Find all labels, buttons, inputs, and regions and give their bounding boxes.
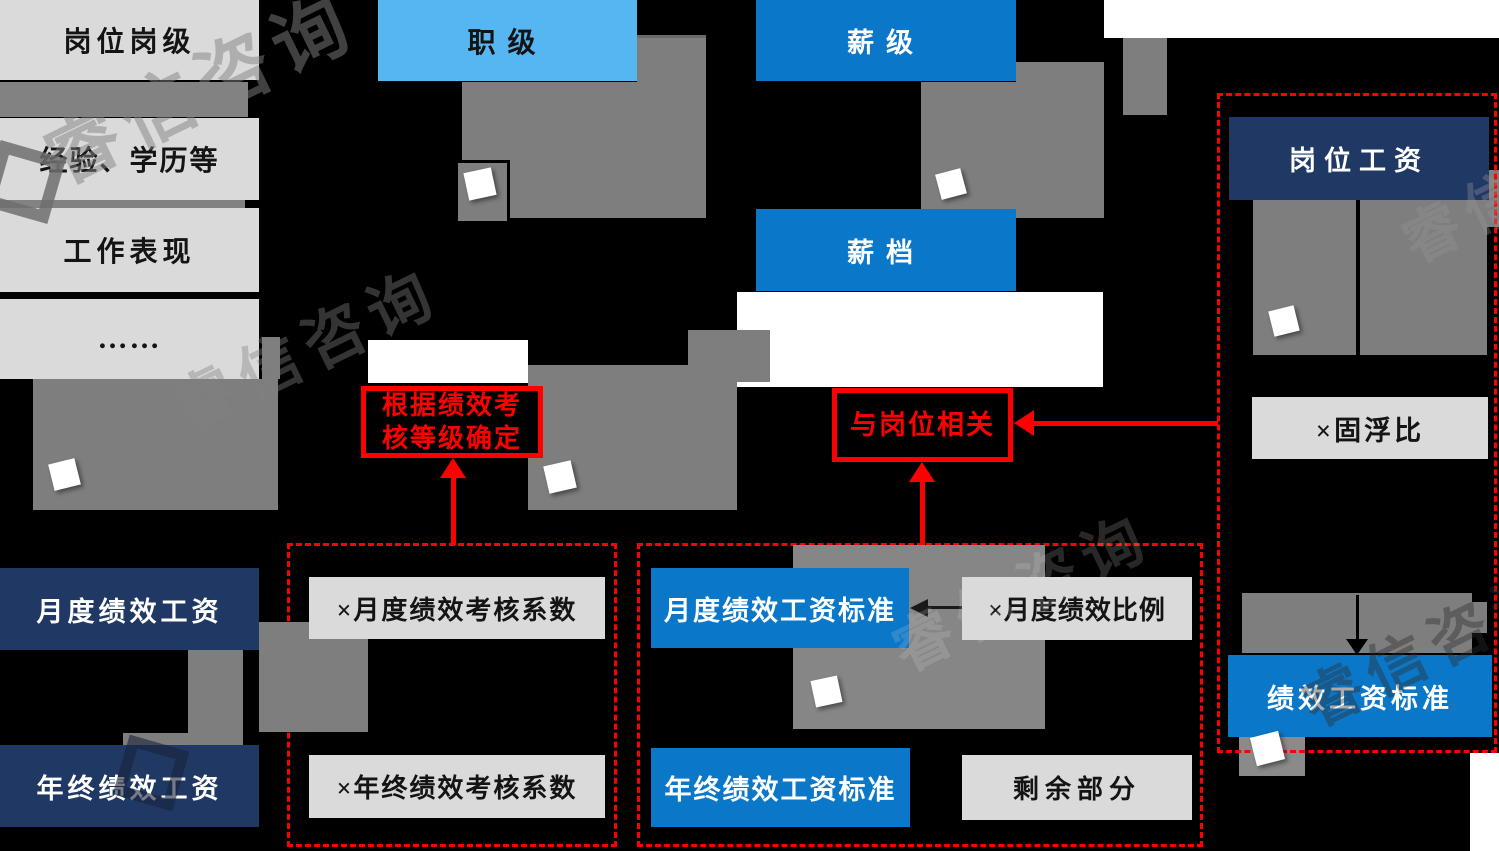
performance-salary-standard-label: 绩效工资标准 xyxy=(1267,683,1453,714)
arrow-line-to-assessment-note xyxy=(451,477,456,545)
box-performance-salary-standard: 绩效工资标准 xyxy=(1228,655,1492,737)
white-patch-mid-left xyxy=(368,340,528,383)
factor-box-ellipsis: …… xyxy=(0,299,259,379)
redacted-block xyxy=(688,330,770,382)
box-job-level: 职级 xyxy=(378,0,637,81)
note-line: 根据绩效考 xyxy=(381,391,522,420)
annual-coefficient-label: ×年终绩效考核系数 xyxy=(336,774,578,803)
gray-band-1 xyxy=(0,82,248,117)
pay-step-label: 薪档 xyxy=(847,237,925,268)
factor-box-experience: 经验、学历等 xyxy=(0,118,259,200)
post-salary-label: 岗位工资 xyxy=(1289,146,1429,176)
factor-box-performance: 工作表现 xyxy=(0,208,259,292)
factor-label: …… xyxy=(97,322,162,355)
annual-standard-label: 年终绩效工资标准 xyxy=(664,775,897,805)
arrow-line-from-post-frame xyxy=(1034,421,1218,426)
monthly-standard-label: 月度绩效工资标准 xyxy=(664,595,896,626)
pay-level-label: 薪级 xyxy=(847,28,925,58)
monthly-ratio-label: ×月度绩效比例 xyxy=(988,596,1166,625)
factor-label: 岗位岗级 xyxy=(63,27,196,58)
note-post-related-label: 与岗位相关 xyxy=(850,409,995,440)
factor-box-post-grade: 岗位岗级 xyxy=(0,0,259,80)
arrow-line-down-to-standard xyxy=(1356,595,1359,641)
box-annual-performance-wage: 年终绩效工资 xyxy=(0,745,259,827)
factor-label: 经验、学历等 xyxy=(39,146,220,177)
note-assessment-grade: 根据绩效考 核等级确定 xyxy=(361,386,543,458)
arrow-head-up-icon xyxy=(909,462,935,482)
redacted-block xyxy=(123,733,188,745)
fixed-float-ratio-label: ×固浮比 xyxy=(1315,415,1425,446)
box-monthly-ratio: ×月度绩效比例 xyxy=(962,577,1192,640)
box-annual-coefficient: ×年终绩效考核系数 xyxy=(309,755,605,818)
redacted-block xyxy=(1472,602,1487,633)
redacted-block xyxy=(188,650,243,745)
outline-fragment-v xyxy=(1120,41,1123,115)
box-post-salary: 岗位工资 xyxy=(1229,117,1489,200)
remainder-label: 剩余部分 xyxy=(1012,775,1141,804)
factor-label: 工作表现 xyxy=(63,237,196,268)
box-pay-step: 薪档 xyxy=(756,209,1016,291)
redacted-block xyxy=(262,337,280,379)
annual-performance-wage-label: 年终绩效工资 xyxy=(36,773,223,804)
box-monthly-performance-wage: 月度绩效工资 xyxy=(0,568,259,650)
note-line: 核等级确定 xyxy=(381,424,522,453)
job-level-label: 职级 xyxy=(467,27,548,59)
white-diamond-marker xyxy=(463,167,497,201)
white-diamond-marker xyxy=(810,675,843,708)
redacted-block xyxy=(1253,200,1356,355)
note-post-related: 与岗位相关 xyxy=(832,388,1013,462)
box-monthly-coefficient: ×月度绩效考核系数 xyxy=(309,577,605,639)
arrow-head-up-icon xyxy=(440,458,466,478)
white-patch-top-right xyxy=(1104,0,1499,38)
box-pay-level: 薪级 xyxy=(756,0,1016,81)
redacted-block xyxy=(259,622,368,732)
arrow-head-left-icon xyxy=(910,599,928,617)
box-annual-standard: 年终绩效工资标准 xyxy=(651,748,910,827)
redacted-block xyxy=(1360,200,1487,355)
box-fixed-float-ratio: ×固浮比 xyxy=(1252,397,1488,459)
outline-fragment-h xyxy=(1104,41,1123,44)
box-remainder: 剩余部分 xyxy=(962,755,1192,820)
redacted-block xyxy=(1016,62,1104,218)
arrow-head-down-icon xyxy=(1346,639,1368,655)
arrow-head-left-icon xyxy=(1014,410,1034,436)
white-patch-mid xyxy=(737,292,1103,387)
redacted-block xyxy=(33,379,278,510)
arrow-line-to-post-related-note xyxy=(920,481,925,545)
redacted-block xyxy=(1123,38,1167,115)
monthly-performance-wage-label: 月度绩效工资 xyxy=(36,596,223,627)
monthly-coefficient-label: ×月度绩效考核系数 xyxy=(336,595,578,625)
redacted-block-edge xyxy=(637,35,706,38)
white-patch-bottom-right xyxy=(1470,753,1499,851)
redacted-block xyxy=(921,82,1016,210)
dashed-frame-post-salary xyxy=(1217,93,1497,753)
gray-band-2 xyxy=(0,200,245,209)
redacted-block xyxy=(637,35,706,82)
arrow-line-ratio-to-standard xyxy=(928,606,962,609)
box-monthly-standard: 月度绩效工资标准 xyxy=(651,568,909,648)
